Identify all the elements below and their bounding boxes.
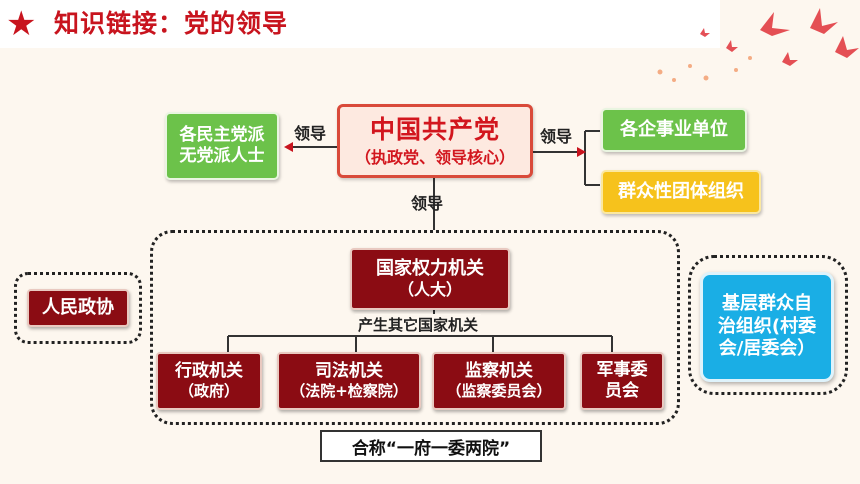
organ-supervisory: 监察机关 （监察委员会） xyxy=(432,352,566,410)
edge-label-right: 领导 xyxy=(540,127,573,146)
organ-military-line1: 军事委 xyxy=(596,359,648,380)
grassroots-line3: 会/居委会） xyxy=(718,338,816,360)
organ-military: 军事委 员会 xyxy=(580,352,664,410)
power-organ-sub: （人大） xyxy=(397,280,462,300)
organ-judicial-sub: （法院+检察院） xyxy=(290,382,408,401)
cppcc-group xyxy=(14,272,142,344)
organ-supervisory-sub: （监察委员会） xyxy=(446,382,552,401)
organ-judicial: 司法机关 （法院+检察院） xyxy=(277,352,421,410)
edge-label-down: 领导 xyxy=(411,194,444,213)
organ-executive: 行政机关 （政府） xyxy=(156,352,262,410)
cpc-name: 中国共产党 xyxy=(369,114,500,144)
cppcc-box: 人民政协 xyxy=(27,289,129,327)
star-icon: ★ xyxy=(6,4,37,44)
cppcc-label: 人民政协 xyxy=(42,296,114,318)
mass-orgs-label: 群众性团体组织 xyxy=(618,180,744,202)
grassroots-box: 基层群众自 治组织(村委 会/居委会） xyxy=(700,272,834,382)
democratic-parties-line1: 各民主党派 xyxy=(179,124,265,145)
power-organ-box: 国家权力机关 （人大） xyxy=(350,248,510,310)
produce-label: 产生其它国家机关 xyxy=(355,314,482,335)
enterprises-label: 各企事业单位 xyxy=(620,118,728,140)
grassroots-line1: 基层群众自 xyxy=(722,293,812,315)
organ-supervisory-name: 监察机关 xyxy=(465,361,533,381)
grassroots-line2: 治组织(村委 xyxy=(717,315,817,337)
state-organs-group xyxy=(150,230,680,425)
democratic-parties-box: 各民主党派 无党派人士 xyxy=(165,112,279,180)
page-title: 知识链接：党的领导 xyxy=(54,9,289,38)
organ-military-line2: 员会 xyxy=(605,381,639,401)
cpc-box: 中国共产党 （执政党、领导核心） xyxy=(337,104,533,178)
title-bar xyxy=(0,0,720,48)
grassroots-group xyxy=(688,255,848,395)
power-organ-name: 国家权力机关 xyxy=(376,257,484,279)
collective-name-note: 合称“一府一委两院” xyxy=(320,430,542,462)
enterprises-box: 各企事业单位 xyxy=(601,108,747,152)
cpc-role: （执政党、领导核心） xyxy=(354,148,515,168)
mass-orgs-box: 群众性团体组织 xyxy=(601,170,761,214)
edge-label-left: 领导 xyxy=(294,124,327,143)
organ-judicial-name: 司法机关 xyxy=(315,361,383,381)
organ-executive-name: 行政机关 xyxy=(175,361,243,381)
democratic-parties-line2: 无党派人士 xyxy=(179,146,265,166)
dove-decoration-icon xyxy=(657,8,859,82)
organ-executive-sub: （政府） xyxy=(178,382,239,401)
